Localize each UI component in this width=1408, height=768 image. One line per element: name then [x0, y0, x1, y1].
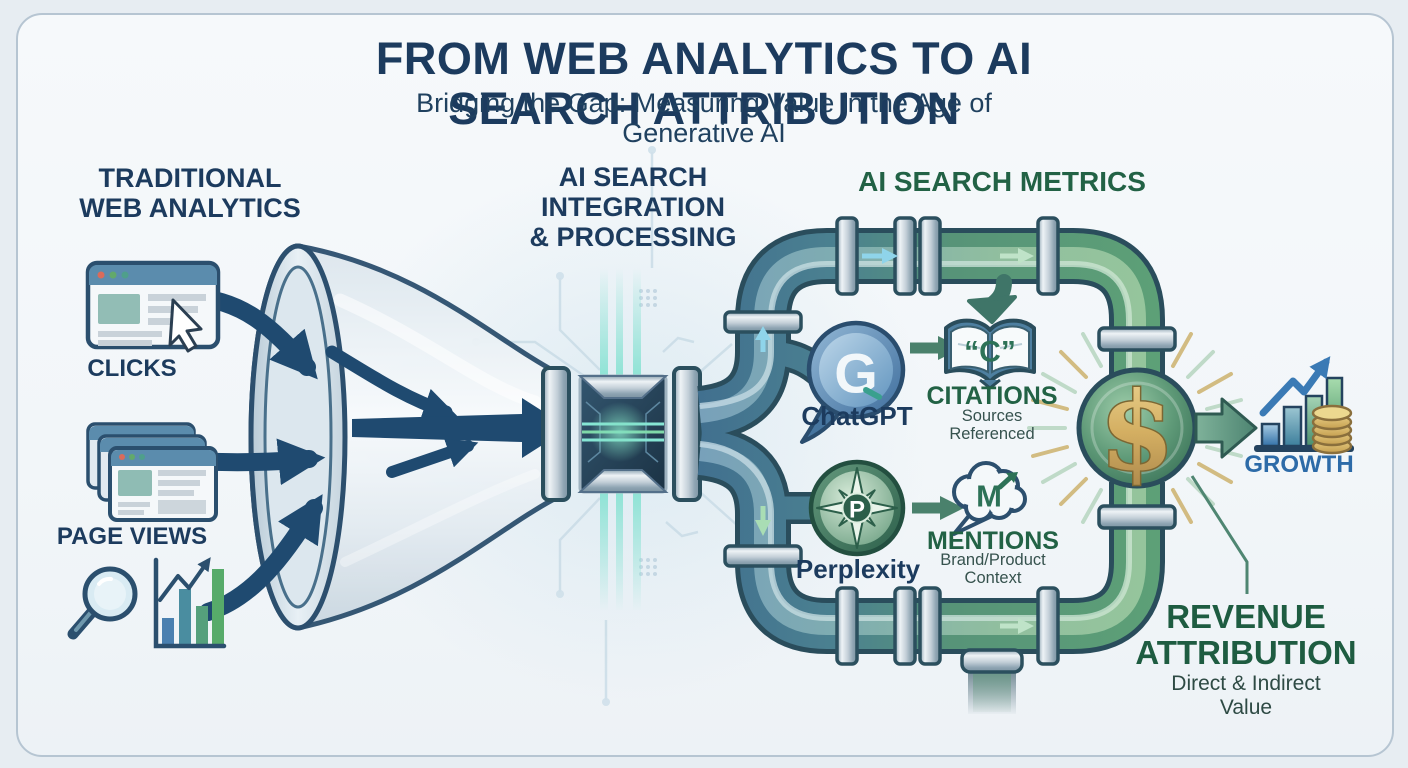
chatgpt-label: ChatGPT — [801, 401, 913, 431]
revenue-attribution-heading: REVENUE ATTRIBUTION — [1135, 598, 1357, 671]
page-views-label: PAGE VIEWS — [56, 523, 208, 550]
chatgpt-badge-icon: G — [800, 320, 906, 444]
ai-search-metrics-heading: AI SEARCH METRICS — [858, 166, 1146, 197]
growth-label: GROWTH — [1244, 451, 1354, 478]
mentions-label: MENTIONS — [927, 527, 1059, 555]
magnifier-icon — [67, 566, 138, 640]
dollar-junction-icon: $ — [1076, 367, 1198, 497]
browser-click-icon — [85, 260, 221, 353]
coin-stack-icon — [1311, 404, 1353, 455]
mentions-sublabel: Brand/Product Context — [940, 551, 1046, 588]
clicks-label: CLICKS — [87, 355, 177, 382]
revenue-attribution-subheading: Direct & Indirect Value — [1171, 672, 1321, 719]
processor-glow — [600, 268, 641, 610]
open-book-icon: “C” — [944, 318, 1036, 390]
mentions-glyph: M — [976, 479, 1002, 514]
citations-sublabel: Sources Referenced — [949, 407, 1035, 444]
perplexity-label: Perplexity — [795, 554, 921, 584]
revenue-leader-line — [1190, 475, 1249, 594]
perplexity-letter: P — [849, 497, 865, 524]
growth-arrow — [1194, 397, 1258, 459]
growth-chart-icon — [1254, 356, 1354, 455]
trend-arrow-icon — [1259, 356, 1331, 417]
page-title: FROM WEB ANALYTICS TO AI SEARCH ATTRIBUT… — [375, 33, 1033, 135]
pipe-flow-arrows — [755, 248, 1034, 634]
traditional-analytics-heading: TRADITIONAL WEB ANALYTICS — [79, 163, 301, 224]
citations-label: CITATIONS — [926, 382, 1058, 410]
processor-chip-icon — [541, 366, 702, 502]
pipe-couplings — [723, 216, 1177, 674]
dollar-glyph: $ — [1099, 369, 1174, 495]
citations-drop-arrow — [967, 274, 1017, 324]
page-subtitle: Bridging the Gap: Measuring Value in the… — [416, 88, 992, 149]
cursor-icon — [168, 298, 203, 353]
ai-integration-heading: AI SEARCH INTEGRATION & PROCESSING — [529, 162, 737, 253]
citations-glyph: “C” — [964, 336, 1016, 369]
stacked-windows-icon — [86, 422, 218, 522]
bar-chart-icon — [153, 557, 227, 649]
thought-bubble-icon: M — [952, 461, 1027, 536]
perplexity-badge-icon: P — [808, 459, 906, 557]
